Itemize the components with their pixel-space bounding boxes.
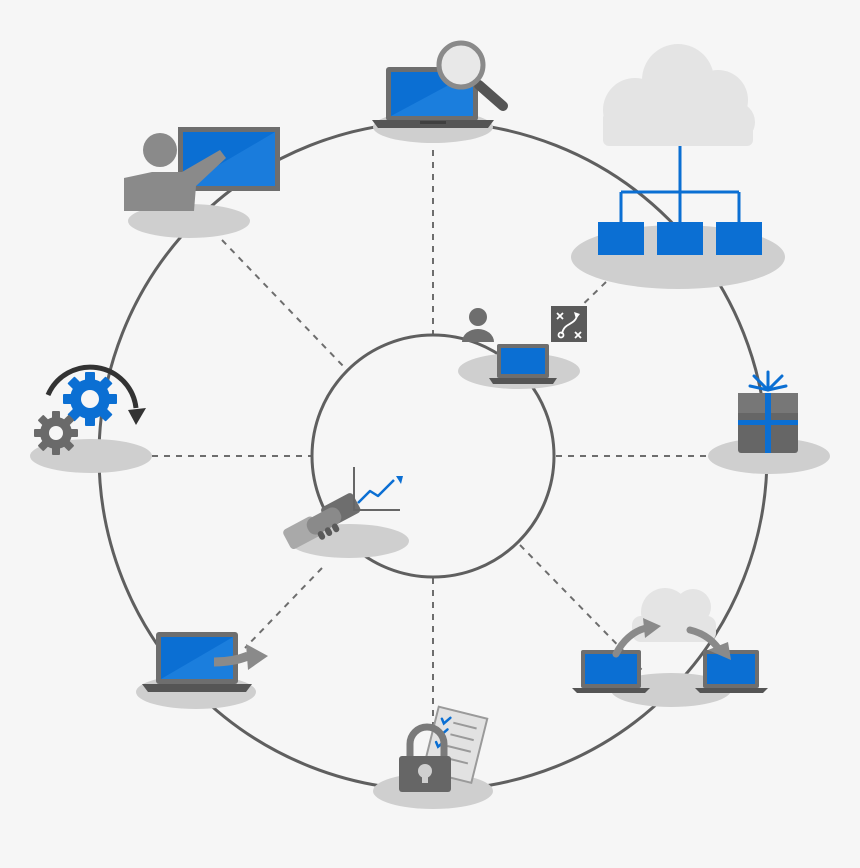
laptop-search-icon <box>372 40 508 143</box>
gift-box-icon <box>708 370 830 474</box>
presenter-screen-icon <box>124 127 280 238</box>
connector-top-left <box>221 239 346 369</box>
handshake-icon <box>283 493 409 558</box>
inner-ring <box>310 333 556 579</box>
growth-chart-icon <box>353 467 403 511</box>
user-laptop-strategy-icon <box>458 306 587 389</box>
laptop-export-icon <box>136 632 268 709</box>
gear-refresh-icon <box>30 364 152 473</box>
cloud-laptop-sync-icon <box>572 588 768 707</box>
padlock-checklist-icon <box>373 705 493 809</box>
cloud-hierarchy-icon <box>571 44 785 289</box>
